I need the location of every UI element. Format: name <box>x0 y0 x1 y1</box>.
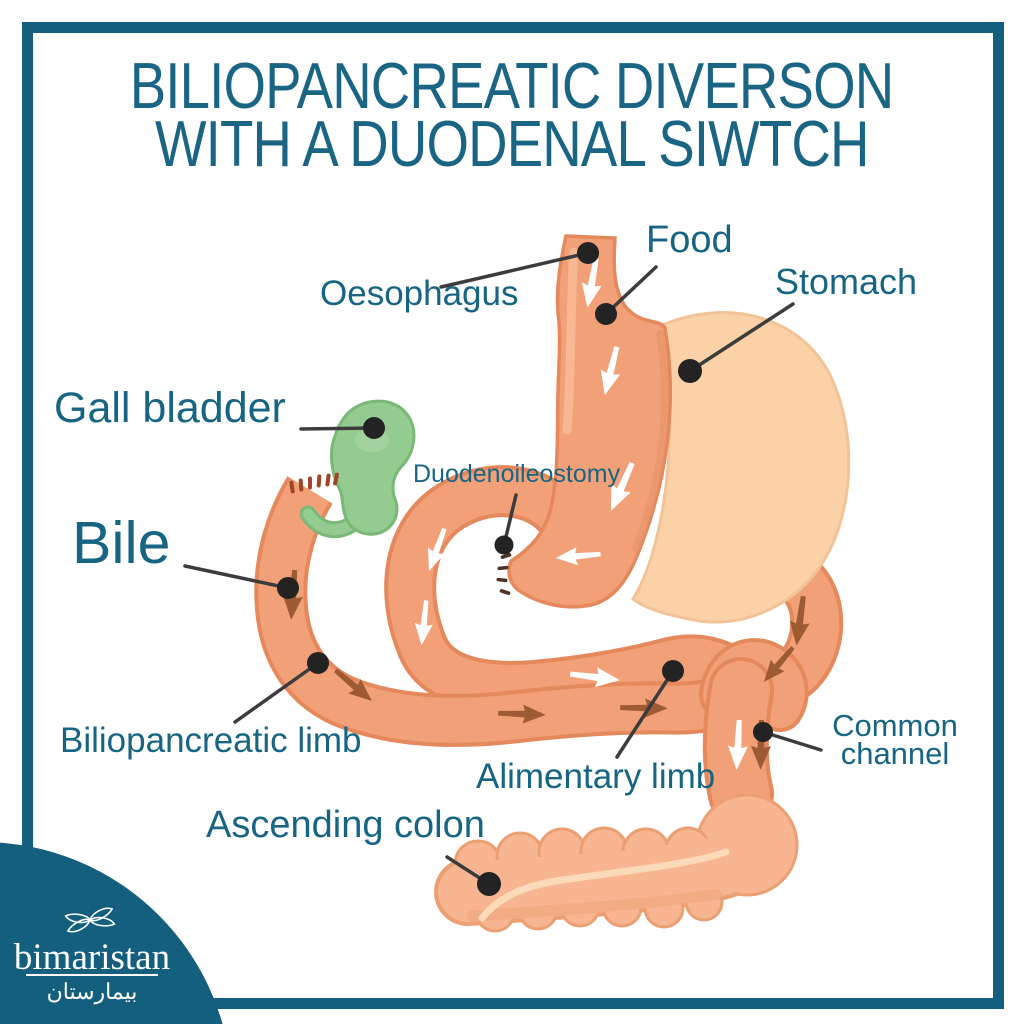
label-food: Food <box>646 219 733 261</box>
logo-divider <box>26 974 158 976</box>
label-duodenoileostomy: Duodenoileostomy <box>413 460 621 488</box>
label-alimentary-limb: Alimentary limb <box>476 757 716 796</box>
label-common-channel-line1: Common <box>832 708 958 743</box>
duodenal-stump-staples <box>289 472 339 494</box>
label-stomach: Stomach <box>775 261 918 302</box>
title-line-1: BILIOPANCREATIC DIVERSON <box>130 49 894 122</box>
title-line-2: WITH A DUODENAL SIWTCH <box>155 107 869 180</box>
border-frame <box>22 22 1004 1009</box>
duodenoileostomy-staples <box>496 553 512 595</box>
logo-wordmark: bimaristan <box>13 937 171 978</box>
label-biliopancreatic-limb: Biliopancreatic limb <box>60 721 362 760</box>
label-oesophagus: Oesophagus <box>320 274 519 313</box>
label-common-channel-line2: channel <box>840 736 950 771</box>
stomach-sleeve-and-esophagus <box>507 234 673 609</box>
page-title: BILIOPANCREATIC DIVERSON WITH A DUODENAL… <box>0 49 1024 180</box>
leader-dots <box>277 242 773 896</box>
label-ascending-colon: Ascending colon <box>206 804 485 846</box>
colon <box>434 793 799 933</box>
gall-bladder <box>299 399 416 539</box>
logo-disc <box>0 842 223 1024</box>
label-gall-bladder: Gall bladder <box>54 384 286 432</box>
label-bile: Bile <box>72 510 171 576</box>
logo-wordmark-arabic: بيمارستان <box>46 979 138 1004</box>
